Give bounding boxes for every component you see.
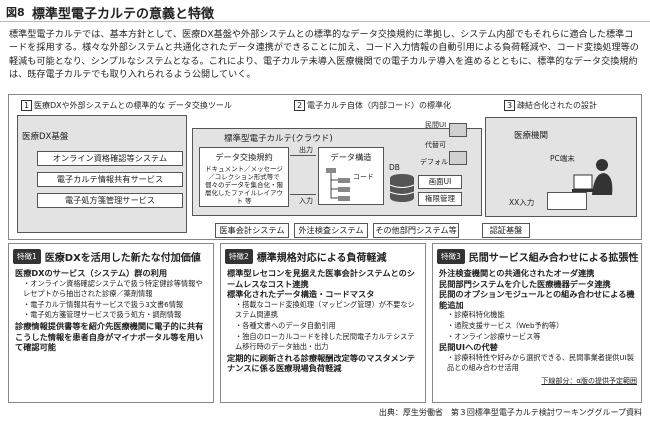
feature-1-item-1-sub-3: ・電子処方箋管理サービスで扱う処方・調剤情報 (23, 310, 182, 320)
source-credit: 出典：厚生労働省 第３回標準型電子カルテ検討ワーキンググループ資料 (378, 408, 642, 417)
feature-1-panel: 特徴1 医療DXを活用した新たな付加価値 医療DXのサービス（システム）群の利用… (8, 243, 214, 403)
feature-2-item-2: 標準化されたデータ構造・コードマスタ (227, 289, 375, 300)
dx-item-ehr-sharing: 電子カルテ情報共有サービス (37, 172, 183, 187)
dx-item-online-qualification: オンライン資格確認等システム (37, 151, 183, 166)
feature-2-panel: 特徴2 標準規格対応による負荷軽減 標準型レセコンを見据えた医事会計システムとの… (220, 243, 426, 403)
database-icon (389, 174, 415, 202)
feature-3-item-3: 民間のオプションモジュールとの組み合わせによる機能追加 (439, 289, 635, 310)
features-section: 特徴1 医療DXを活用した新たな付加価値 医療DXのサービス（システム）群の利用… (8, 243, 642, 403)
data-exchange-box: データ交換規約 ドキュメント／メッセージ／コレクション形式等で個々のデータを集合… (199, 147, 289, 207)
figure-title-bar (0, 0, 650, 22)
external-lab-system: 外注検査システム (294, 223, 368, 238)
tree-structure-icon (326, 168, 350, 201)
feature-3-item-4-sub-1: ・診療科特性や好みから選択できる、民間事業者提供UI製品との組み合わせ活用 (447, 352, 634, 373)
feature-2-item-2-sub-2: ・各種文書へのデータ自動引用 (235, 320, 336, 330)
external-auth-base: 認証基盤 (482, 223, 530, 238)
pc-terminal-label: PC端末 (550, 154, 575, 163)
feature-2-item-2-sub-1: ・搭載なコード変換処理（マッピング管理）が不要なシステム間連携 (235, 299, 415, 320)
feature-3-item-1: 外注検査機関との共通化されたオーダ連携 (439, 268, 595, 278)
feature-1-header: 特徴1 医療DXを活用した新たな付加価値 (13, 248, 201, 264)
feature-3-item-3-sub-3: ・オンライン診療サービス等 (447, 331, 541, 341)
feature-2-header: 特徴2 標準規格対応による負荷軽減 (225, 248, 386, 264)
feature-2-badge: 特徴2 (225, 248, 253, 264)
db-label: DB (389, 163, 400, 172)
feature-1-item-3: こうした情報を患者自身がマイナポータル等を用いて確認可能 (15, 331, 204, 353)
screen-ui-box: 画面UI (418, 175, 462, 189)
feature-3-header: 特徴3 民間サービス組み合わせによる拡張性 (437, 248, 638, 264)
feature-3-body: 外注検査機関との共通化されたオーダ連携 民間部門システムを介した医療機器データ連… (439, 268, 637, 387)
input-label: 入力 (299, 197, 313, 205)
feature-3-item-3-sub-2: ・通院支援サービス（Web予約等） (447, 320, 564, 330)
default-ui-label: デフォルトUI (420, 158, 463, 166)
figure-title: 標準型電子カルテの意義と特徴 (32, 7, 215, 22)
feature-3-badge: 特徴3 (437, 248, 465, 264)
feature-1-item-1: 医療DXのサービス（システム）群の利用 (15, 268, 168, 278)
feature-1-badge: 特徴1 (13, 248, 41, 264)
input-form-icon (547, 192, 587, 210)
replaceable-label: 代替可 (425, 141, 446, 149)
feature-3-item-3-sub-1: ・診療科特化機能 (447, 310, 505, 320)
institution-title: 医療機関 (514, 131, 549, 141)
feature-1-title: 医療DXを活用した新たな付加価値 (44, 252, 201, 264)
doctor-at-pc-icon (572, 159, 613, 195)
output-arrow (290, 155, 316, 156)
feature-2-title: 標準規格対応による負荷軽減 (256, 252, 387, 264)
data-structure-box: データ構造 コード (318, 147, 384, 205)
data-exchange-desc: ドキュメント／メッセージ／コレクション形式等で個々のデータを集合化・階層化したフ… (205, 165, 283, 205)
private-ui-window-icon (449, 123, 467, 137)
feature-2-item-2-sub-3: ・独自のローカルコードを排した民間電子カルテシステム移行時のデータ抽出・出力 (235, 331, 415, 352)
feature-2-body: 標準型レセコンを見据えた医事会計システムとのシームレスなコスト連携 標準化された… (227, 268, 421, 374)
feature-3-panel: 特徴3 民間サービス組み合わせによる拡張性 外注検査機関との共通化されたオーダ連… (432, 243, 642, 403)
feature-3-title: 民間サービス組み合わせによる拡張性 (468, 252, 639, 264)
external-medical-accounting: 医事会計システム (215, 223, 289, 238)
private-ui-label: 民間UI (425, 121, 447, 129)
data-structure-title: データ構造 (330, 152, 372, 162)
figure-number: 図8 (6, 6, 25, 19)
dx-base-title: 医療DX基盤 (22, 132, 69, 142)
dx-item-e-prescription: 電子処方箋管理サービス (37, 193, 183, 208)
feature-3-item-2: 民間部門システムを介した医療機器データ連携 (439, 278, 611, 289)
feature-2-item-1: 標準型レセコンを見据えた医事会計システムとのシームレスなコスト連携 (227, 268, 415, 289)
intro-paragraph: 標準型電子カルテでは、基本方針として、医療DX基盤や外部システムとの標準的なデー… (9, 30, 639, 81)
feature-1-item-1-sub-2: ・電子カルテ情報共有サービスで扱う3文書6情報 (23, 299, 184, 309)
xx-input-label: XX入力 (509, 198, 535, 207)
data-exchange-title: データ交換規約 (215, 152, 273, 162)
feature-3-note: 下線部分：α版の提供予定範囲 (541, 376, 637, 385)
code-label: コード (353, 173, 374, 181)
input-arrow (290, 194, 316, 195)
default-ui-window-icon (449, 151, 467, 165)
feature-1-body: 医療DXのサービス（システム）群の利用 ・オンライン資格確認システムで扱う特定健… (15, 268, 209, 353)
feature-2-item-3: 定期的に刷新される診療報酬改定等のマスタメンテナンスに係る医療現場負荷軽減 (227, 352, 416, 374)
feature-1-item-2: 診療情報提供書等を紹介先医療機関に電子的に共有 (15, 320, 204, 331)
cloud-ehr-title: 標準型電子カルテ(クラウド) (224, 134, 333, 144)
output-label: 出力 (299, 146, 313, 154)
feature-1-item-1-sub-1: ・オンライン資格確認システムで扱う特定健診等情報やレセプトから抽出された診療／薬… (23, 278, 203, 299)
external-other-departments: その他部門システム等 (373, 223, 459, 238)
auth-management-box: 権限管理 (418, 192, 462, 206)
feature-3-item-4: 民間UIへの代替 (439, 342, 498, 353)
